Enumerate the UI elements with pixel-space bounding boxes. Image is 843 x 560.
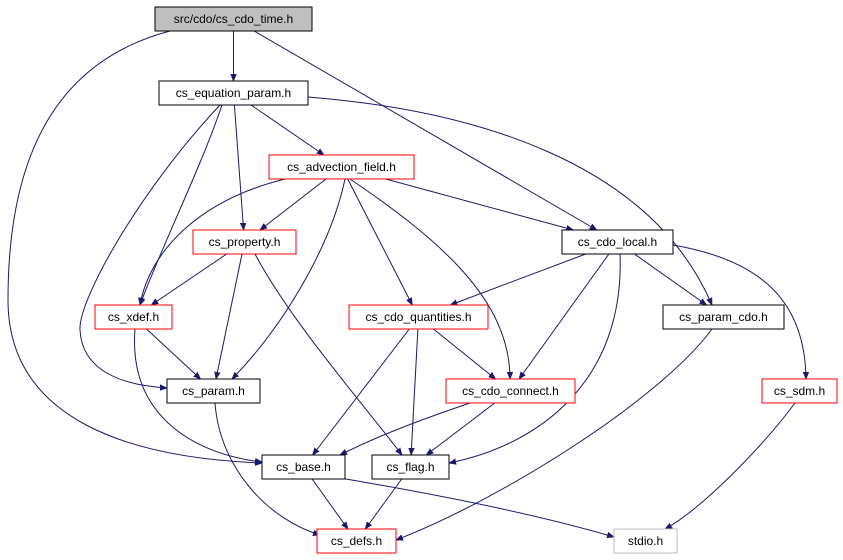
- node-label: cs_xdef.h: [108, 310, 159, 324]
- node-label: cs_equation_param.h: [176, 86, 291, 100]
- edge-cs-cdo-quantities-to-cs-flag: [411, 328, 419, 455]
- node-label: cs_advection_field.h: [287, 160, 396, 174]
- node-box: [261, 454, 346, 480]
- node-box: [761, 378, 838, 404]
- edge-cs-equation-param-to-cs-xdef: [140, 104, 223, 305]
- edge-cs-cdo-local-to-cs-sdm: [672, 244, 806, 379]
- edge-cs-advection-field-to-cs-property: [260, 178, 327, 230]
- node-label: cs_base.h: [276, 460, 331, 474]
- node-label: cs_cdo_quantities.h: [365, 310, 471, 324]
- edge-cs-param-to-cs-defs: [214, 402, 320, 535]
- edge-cs-base-to-stdio: [339, 477, 614, 537]
- edge-cs-param-cdo-to-cs-defs: [396, 328, 713, 541]
- node-label: cs_sdm.h: [774, 384, 825, 398]
- edge-cs-property-to-cs-xdef: [151, 253, 227, 305]
- edge-cs-cdo-quantities-to-cs-cdo-connect: [433, 328, 495, 379]
- edge-cs-xdef-to-cs-base: [134, 328, 262, 462]
- edge-cs-equation-param-to-cs-property: [233, 104, 243, 230]
- edge-cs-advection-field-to-cs-cdo-local: [385, 178, 574, 230]
- edge-cs-equation-param-to-cs-param-cdo: [307, 96, 713, 305]
- node-label: cs_defs.h: [331, 534, 382, 548]
- edge-cs-property-to-cs-param: [216, 253, 243, 379]
- node-cs-flag[interactable]: cs_flag.h: [371, 454, 450, 480]
- node-cs-cdo-quantities[interactable]: cs_cdo_quantities.h: [348, 304, 489, 330]
- node-label: cs_cdo_local.h: [578, 235, 657, 249]
- edge-cs-cdo-time-to-cs-cdo-local: [253, 30, 597, 230]
- node-box: [445, 378, 576, 404]
- edge-cs-cdo-connect-to-cs-flag: [426, 402, 496, 455]
- node-cs-param-cdo[interactable]: cs_param_cdo.h: [662, 304, 785, 330]
- node-box: [662, 304, 785, 330]
- edge-cs-cdo-local-to-cs-cdo-connect: [519, 253, 610, 379]
- node-cs-sdm[interactable]: cs_sdm.h: [761, 378, 838, 404]
- node-cs-xdef[interactable]: cs_xdef.h: [94, 304, 173, 330]
- node-cs-advection-field[interactable]: cs_advection_field.h: [268, 154, 415, 180]
- edge-cs-flag-to-cs-defs: [365, 478, 403, 529]
- node-box: [371, 454, 450, 480]
- node-cs-defs[interactable]: cs_defs.h: [316, 528, 397, 554]
- node-box: [613, 528, 678, 554]
- nodes-layer: src/cdo/cs_cdo_time.h cs_equation_param.h…: [94, 6, 838, 554]
- edge-cs-cdo-connect-to-cs-base: [340, 402, 471, 456]
- node-cs-cdo-time[interactable]: src/cdo/cs_cdo_time.h: [154, 6, 313, 32]
- node-cs-equation-param[interactable]: cs_equation_param.h: [158, 80, 309, 106]
- node-box: [268, 154, 415, 180]
- node-box: [94, 304, 173, 330]
- edge-cs-sdm-to-stdio: [665, 402, 796, 529]
- edge-cs-cdo-local-to-cs-cdo-quantities: [450, 253, 586, 305]
- edges-layer: [7, 30, 806, 541]
- node-box: [192, 229, 297, 255]
- node-cs-cdo-connect[interactable]: cs_cdo_connect.h: [445, 378, 576, 404]
- node-stdio: stdio.h: [613, 528, 678, 554]
- edge-cs-base-to-cs-defs: [311, 478, 348, 529]
- node-label: cs_param_cdo.h: [679, 310, 768, 324]
- edge-cs-property-to-cs-flag: [254, 253, 402, 455]
- node-label: cs_cdo_connect.h: [462, 384, 559, 398]
- edge-cs-advection-field-to-cs-cdo-quantities: [347, 178, 413, 305]
- edge-cs-equation-param-to-cs-advection-field: [250, 104, 324, 155]
- edge-cs-equation-param-to-cs-param: [79, 104, 221, 388]
- node-box: [561, 229, 674, 255]
- node-box: [348, 304, 489, 330]
- node-label: cs_param.h: [182, 384, 245, 398]
- node-cs-cdo-local[interactable]: cs_cdo_local.h: [561, 229, 674, 255]
- edge-cs-cdo-local-to-cs-param-cdo: [634, 253, 707, 305]
- node-label: cs_property.h: [209, 235, 281, 249]
- node-cs-param[interactable]: cs_param.h: [166, 378, 261, 404]
- node-label: src/cdo/cs_cdo_time.h: [174, 12, 293, 26]
- node-cs-property[interactable]: cs_property.h: [192, 229, 297, 255]
- edge-cs-xdef-to-cs-param: [146, 328, 201, 379]
- edge-cs-cdo-quantities-to-cs-base: [313, 328, 410, 455]
- node-cs-base[interactable]: cs_base.h: [261, 454, 346, 480]
- edge-cs-cdo-time-to-cs-base: [7, 30, 262, 463]
- node-box: [154, 6, 313, 32]
- node-label: stdio.h: [628, 534, 663, 548]
- node-box: [158, 80, 309, 106]
- node-label: cs_flag.h: [386, 460, 434, 474]
- edge-cs-advection-field-to-cs-cdo-connect: [349, 178, 510, 379]
- node-box: [316, 528, 397, 554]
- node-box: [166, 378, 261, 404]
- edge-cs-advection-field-to-cs-param: [232, 178, 346, 379]
- edge-cs-advection-field-to-cs-xdef: [140, 178, 286, 305]
